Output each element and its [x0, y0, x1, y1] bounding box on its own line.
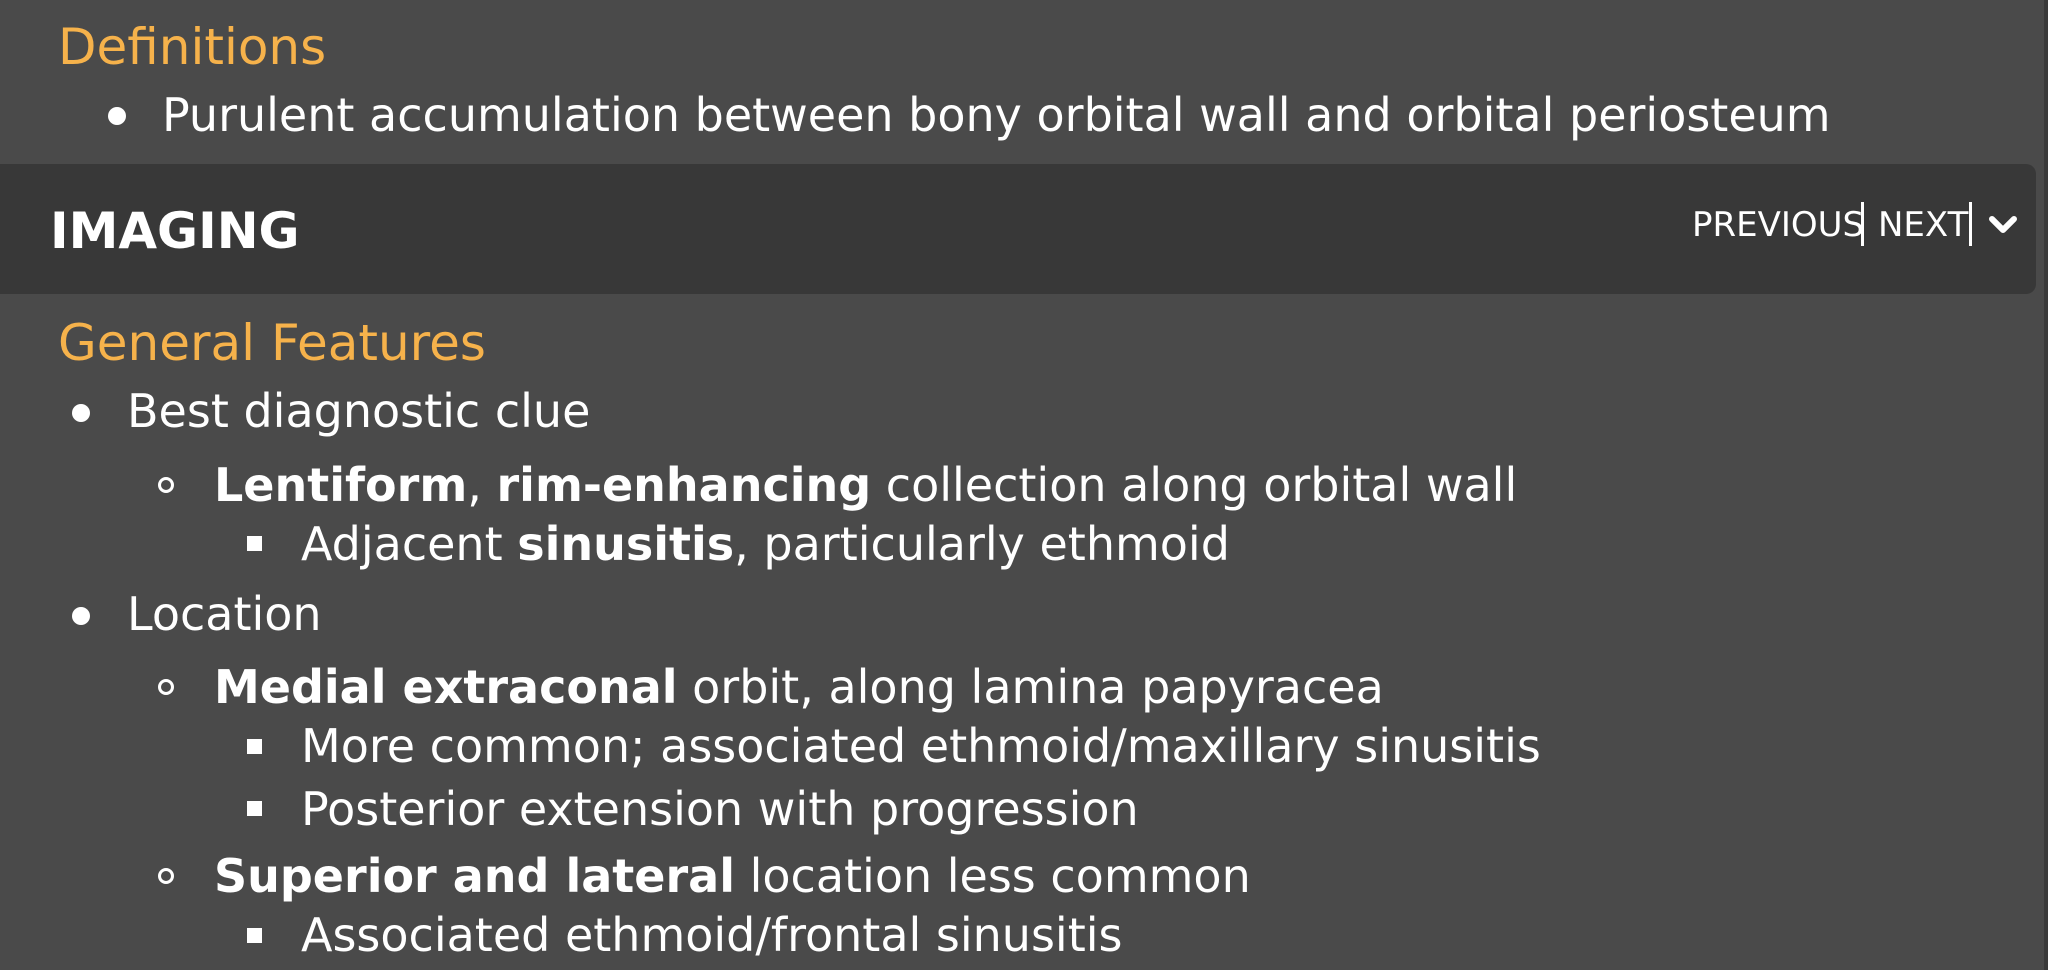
bullet-disc — [108, 107, 126, 125]
bullet-circle — [158, 868, 174, 884]
sinusitis-bold: sinusitis — [517, 517, 735, 571]
chevron-down-icon[interactable] — [1988, 214, 2018, 236]
list-item-adjacent-sinusitis: Adjacent sinusitis, particularly ethmoid — [301, 521, 1230, 567]
list-item-medial-extraconal: Medial extraconal orbit, along lamina pa… — [214, 664, 1384, 710]
section-title: IMAGING — [50, 202, 300, 260]
scrollbar-track[interactable] — [2048, 0, 2070, 970]
list-item-best-diagnostic-clue: Best diagnostic clue — [127, 384, 591, 438]
nav-divider — [1969, 202, 1972, 246]
next-link[interactable]: NEXT — [1878, 205, 1969, 245]
list-item-more-common: More common; associated ethmoid/maxillar… — [301, 719, 1541, 773]
nav-divider — [1861, 202, 1864, 246]
list-item-posterior-extension: Posterior extension with progression — [301, 782, 1139, 836]
list-item-lentiform: Lentiform, rim-enhancing collection alon… — [214, 462, 1517, 508]
bullet-square — [247, 928, 262, 943]
definitions-heading: Definitions — [58, 18, 327, 76]
medial-extraconal-bold: Medial extraconal — [214, 660, 678, 714]
superior-rest: location less common — [734, 849, 1251, 903]
lentiform-rest: collection along orbital wall — [871, 458, 1518, 512]
bullet-square — [247, 739, 262, 754]
general-features-heading: General Features — [58, 314, 486, 372]
bullet-circle — [158, 477, 174, 493]
list-item-associated-frontal: Associated ethmoid/frontal sinusitis — [301, 908, 1123, 962]
bullet-circle — [158, 679, 174, 695]
lentiform-separator: , — [467, 458, 497, 512]
scrollbar-divider — [2044, 0, 2048, 970]
list-item-location: Location — [127, 587, 322, 641]
adjacent-rest: , particularly ethmoid — [734, 517, 1230, 571]
list-item-superior-lateral: Superior and lateral location less commo… — [214, 853, 1251, 899]
rim-enhancing-bold: rim-enhancing — [496, 458, 872, 512]
bullet-square — [247, 536, 262, 551]
medial-rest: orbit, along lamina papyracea — [677, 660, 1384, 714]
adjacent-prefix: Adjacent — [301, 517, 518, 571]
section-header-bar — [0, 164, 2036, 294]
bullet-square — [247, 801, 262, 816]
previous-link[interactable]: PREVIOUS — [1692, 205, 1865, 245]
bullet-disc — [72, 404, 90, 422]
definition-item: Purulent accumulation between bony orbit… — [162, 88, 1831, 142]
superior-lateral-bold: Superior and lateral — [214, 849, 735, 903]
lentiform-bold: Lentiform — [214, 458, 468, 512]
bullet-disc — [72, 607, 90, 625]
